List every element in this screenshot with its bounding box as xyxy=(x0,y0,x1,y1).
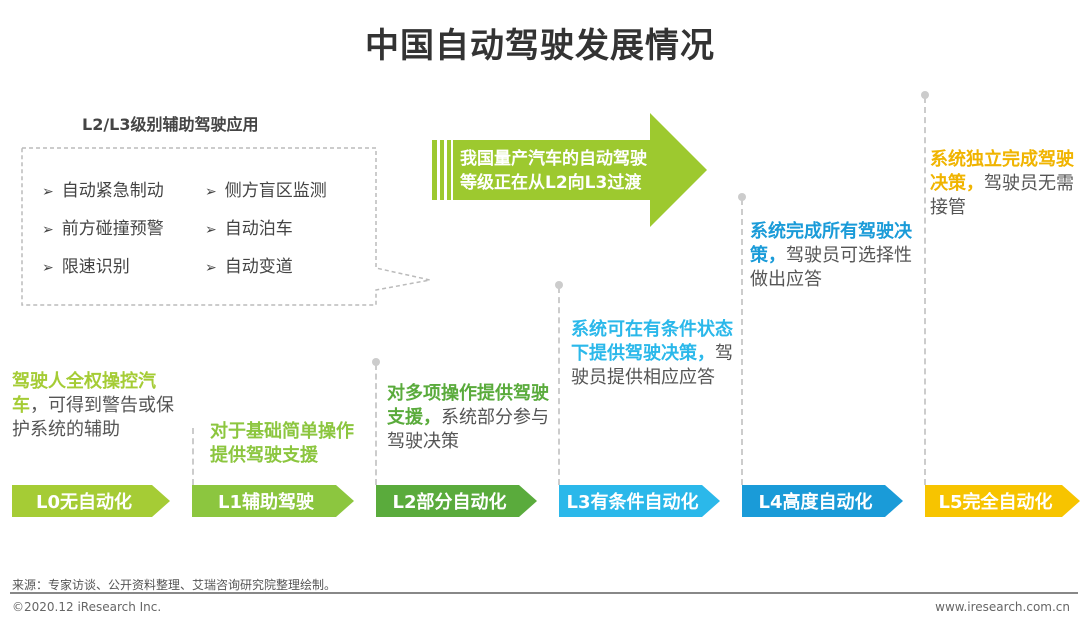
desc-highlight: 驾驶人全权操控汽车 xyxy=(12,371,156,416)
item-text: 侧方盲区监测 xyxy=(224,181,327,201)
item-text: 自动紧急制动 xyxy=(61,181,164,201)
desc-text: 驾驶员无需接管 xyxy=(930,173,1074,218)
callout-item: ➢ 侧方盲区监测 xyxy=(205,176,327,201)
chevron-right-icon: ➢ xyxy=(42,222,54,238)
callout-label: L2/L3级别辅助驾驶应用 xyxy=(82,115,259,134)
chevron-right-icon: ➢ xyxy=(205,184,217,200)
desc-highlight: 系统独立完成驾驶决策， xyxy=(930,149,1074,194)
chevron-right-icon: ➢ xyxy=(42,260,54,276)
stage-desc-l4: 系统完成所有驾驶决策，驾驶员可选择性做出应答 xyxy=(750,220,918,292)
stage-l4: L4高度自动化 xyxy=(742,485,903,517)
arrow-line-1: 我国量产汽车的自动驾驶 xyxy=(460,149,647,169)
source-note: 来源：专家访谈、公开资料整理、艾瑞咨询研究院整理绘制。 xyxy=(12,578,337,592)
item-text: 前方碰撞预警 xyxy=(61,219,164,239)
desc-text: ，可得到警告或保护系统的辅助 xyxy=(12,395,174,440)
big-arrow xyxy=(432,113,707,227)
footer-divider xyxy=(10,592,1078,594)
desc-highlight: 对于基础简单操作提供驾驶支援 xyxy=(210,421,354,466)
chevron-right-icon: ➢ xyxy=(205,222,217,238)
callout-item: ➢ 自动泊车 xyxy=(205,214,293,239)
stage-l3: L3有条件自动化 xyxy=(559,485,720,517)
divider-line xyxy=(192,428,194,485)
divider-line xyxy=(558,287,560,485)
pin-icon xyxy=(555,281,563,289)
stage-l2: L2部分自动化 xyxy=(376,485,537,517)
stage-l0: L0无自动化 xyxy=(12,485,170,517)
chevron-right-icon: ➢ xyxy=(42,184,54,200)
divider-line xyxy=(741,199,743,485)
callout-item: ➢ 自动变道 xyxy=(205,252,293,277)
desc-highlight: 系统完成所有驾驶决策， xyxy=(750,221,912,266)
callout-item: ➢ 限速识别 xyxy=(42,252,130,277)
desc-text: 驾驶员提供相应应答 xyxy=(571,343,733,388)
pin-icon xyxy=(372,358,380,366)
pin-icon xyxy=(738,193,746,201)
pin-icon xyxy=(921,91,929,99)
stage-desc-l0: 驾驶人全权操控汽车，可得到警告或保护系统的辅助 xyxy=(12,370,180,442)
divider-line xyxy=(375,364,377,485)
callout-item: ➢ 前方碰撞预警 xyxy=(42,214,164,239)
stage-desc-l5: 系统独立完成驾驶决策，驾驶员无需接管 xyxy=(930,148,1078,220)
page-title: 中国自动驾驶发展情况 xyxy=(365,26,715,66)
item-text: 限速识别 xyxy=(61,257,130,277)
item-text: 自动变道 xyxy=(224,257,293,277)
desc-highlight: 对多项操作提供驾驶支援， xyxy=(387,383,549,428)
stage-l5: L5完全自动化 xyxy=(925,485,1080,517)
stage-desc-l2: 对多项操作提供驾驶支援，系统部分参与驾驶决策 xyxy=(387,382,555,454)
desc-text: 驾驶员可选择性做出应答 xyxy=(750,245,912,290)
chevron-right-icon: ➢ xyxy=(205,260,217,276)
copyright: ©2020.12 iResearch Inc. xyxy=(12,600,162,614)
stage-desc-l1: 对于基础简单操作提供驾驶支援 xyxy=(210,420,360,468)
item-text: 自动泊车 xyxy=(224,219,293,239)
divider-line xyxy=(924,97,926,485)
desc-text: 系统部分参与驾驶决策 xyxy=(387,407,549,452)
arrow-text: 我国量产汽车的自动驾驶 等级正在从L2向L3过渡 xyxy=(460,147,647,195)
callout-item: ➢ 自动紧急制动 xyxy=(42,176,164,201)
stage-l1: L1辅助驾驶 xyxy=(192,485,354,517)
website: www.iresearch.com.cn xyxy=(935,600,1070,614)
arrow-line-2: 等级正在从L2向L3过渡 xyxy=(460,173,642,193)
stage-desc-l3: 系统可在有条件状态下提供驾驶决策，驾驶员提供相应应答 xyxy=(571,318,739,390)
desc-highlight: 系统可在有条件状态下提供驾驶决策， xyxy=(571,319,733,364)
